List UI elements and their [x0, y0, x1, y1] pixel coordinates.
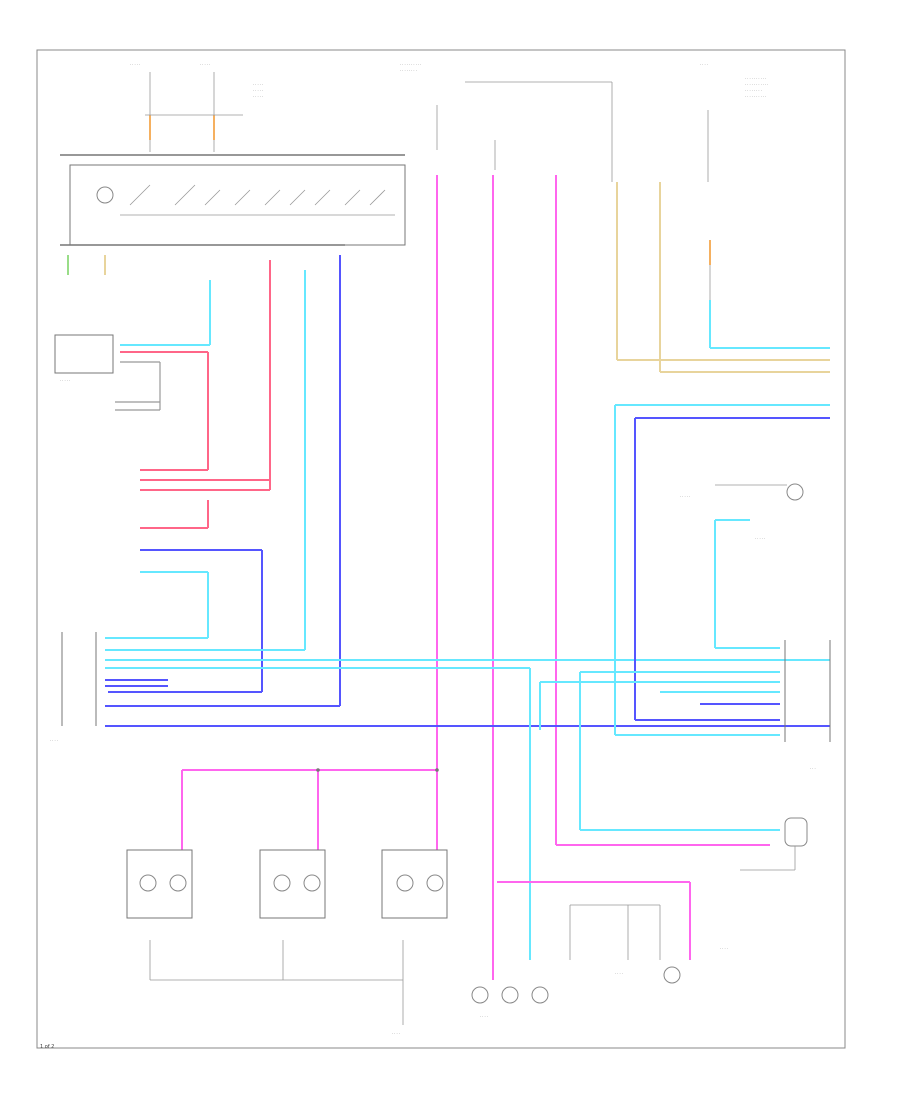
- top-fuse-group: · · · · · · · · · · · · · · · · · · · · …: [130, 63, 263, 152]
- left-module: · · · · ·: [54, 334, 209, 471]
- svg-text:· · · ·: · · · ·: [50, 739, 58, 743]
- svg-text:· · · · · · · ·: · · · · · · · ·: [745, 89, 762, 93]
- bottom-center-lamps: · · · ·: [471, 881, 691, 1019]
- svg-text:· · · · ·: · · · · ·: [200, 63, 210, 67]
- page-tag: 1 of 2: [40, 1044, 54, 1050]
- svg-text:· · · · · · · · · ·: · · · · · · · · · ·: [745, 77, 766, 81]
- svg-text:· · · · ·: · · · · ·: [253, 83, 263, 87]
- svg-text:· · · ·: · · · ·: [480, 1015, 488, 1019]
- svg-text:· · · · ·: · · · · ·: [130, 63, 140, 67]
- bottom-lamp-1: [126, 849, 193, 919]
- svg-text:· · · ·: · · · ·: [700, 63, 708, 67]
- diagram-frame: [36, 49, 846, 1049]
- svg-text:· · · ·: · · · ·: [615, 972, 623, 976]
- svg-text:· · · · · · · · · ·: · · · · · · · · · ·: [400, 63, 421, 67]
- top-feed-group: · · · · · · · · · · · · · · · · · · · · …: [400, 63, 768, 182]
- svg-text:· · · ·: · · · ·: [392, 1032, 400, 1036]
- svg-text:· · · · ·: · · · · ·: [60, 379, 70, 383]
- svg-text:· · · · ·: · · · · ·: [680, 495, 690, 499]
- combination-switch-block: [60, 164, 406, 246]
- left-connector-block: · · · ·: [50, 632, 830, 743]
- svg-text:· · · · · · · · · · ·: · · · · · · · · · · ·: [745, 83, 768, 87]
- right-lamp-bottom: [740, 817, 808, 871]
- bottom-right-components: · · · · · · · ·: [569, 904, 728, 984]
- ground-wiring: · · · ·: [149, 940, 404, 1036]
- tan-wires: [616, 182, 830, 373]
- svg-text:· · · · · · · · · ·: · · · · · · · · · ·: [745, 95, 766, 99]
- right-lamp-top: · · · · · · · · · ·: [680, 483, 804, 541]
- svg-text:· · · ·: · · · ·: [720, 947, 728, 951]
- svg-text:· · · · ·: · · · · ·: [253, 95, 263, 99]
- bottom-lamp-2: [259, 849, 326, 919]
- svg-text:· · · · ·: · · · · ·: [755, 537, 765, 541]
- svg-text:· · · · ·: · · · · ·: [253, 89, 263, 93]
- svg-text:· · · · · · · ·: · · · · · · · ·: [400, 69, 417, 73]
- svg-text:· · ·: · · ·: [810, 767, 816, 771]
- bottom-lamp-3: [381, 849, 448, 919]
- right-connector-block: · · ·: [529, 404, 831, 960]
